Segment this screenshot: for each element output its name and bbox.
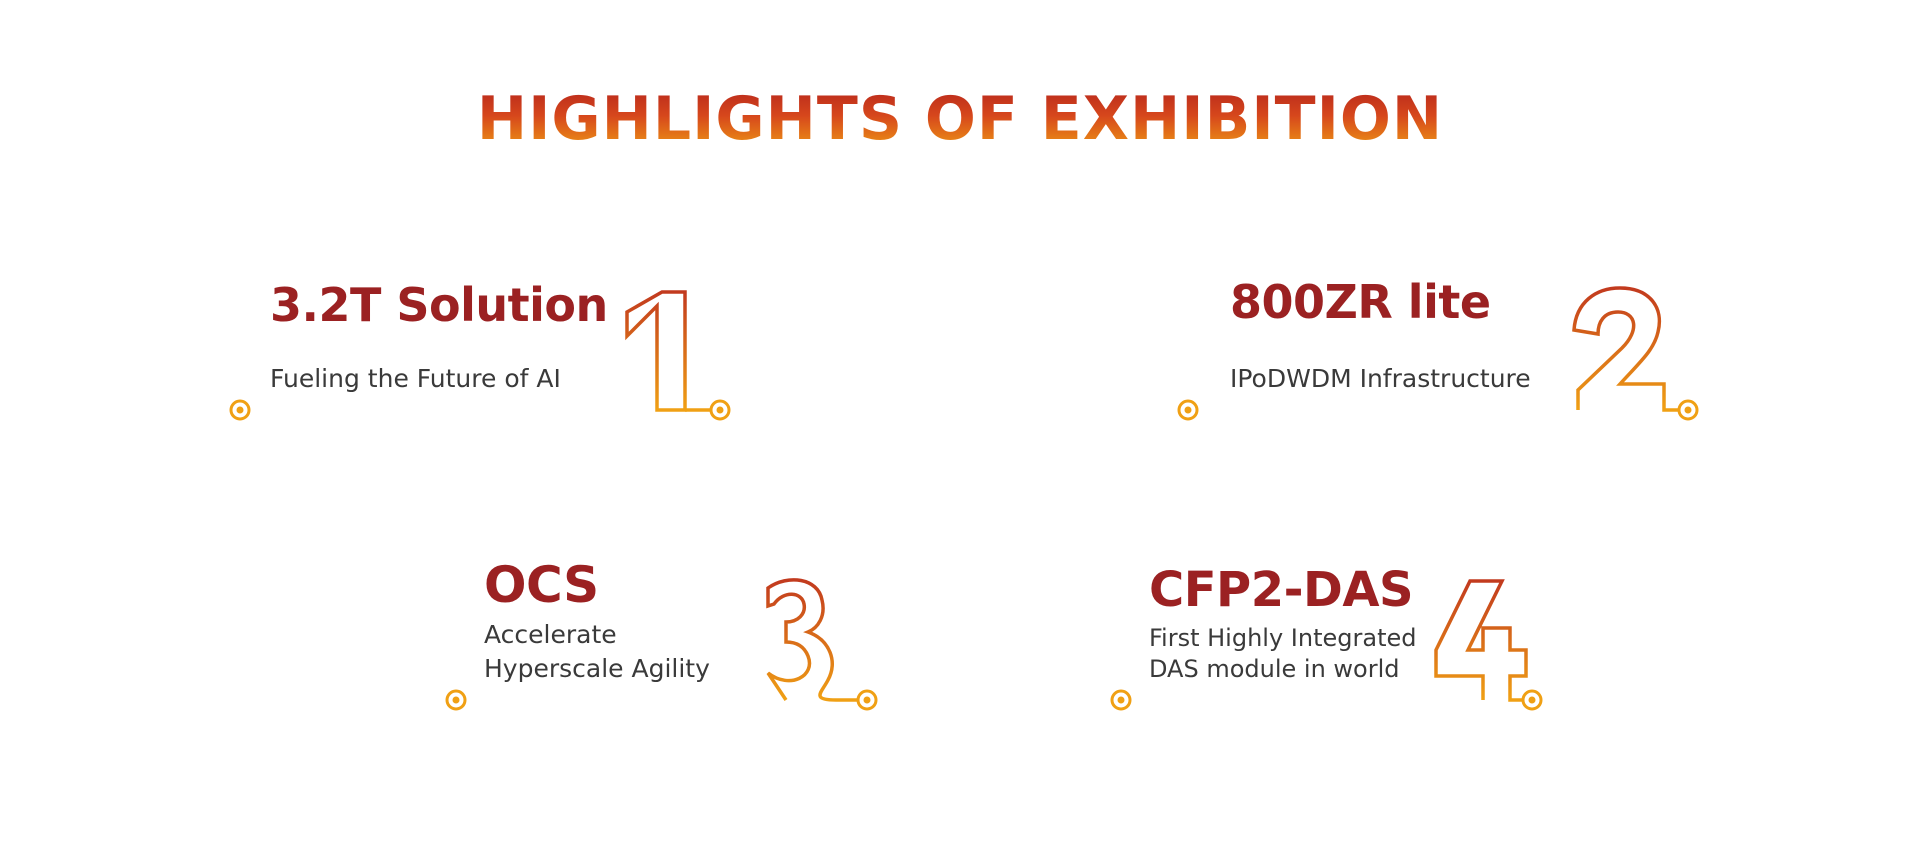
highlight-subtitle-3: Accelerate Hyperscale Agility xyxy=(484,618,710,686)
highlight-title-1: 3.2T Solution xyxy=(270,278,608,332)
connector-node-icon xyxy=(709,399,731,421)
numeral-outline-3 xyxy=(766,578,837,702)
connector-node-icon xyxy=(1677,399,1699,421)
subtitle-line: Accelerate xyxy=(484,620,617,649)
subtitle-line: Hyperscale Agility xyxy=(484,654,710,683)
highlight-connector-1 xyxy=(229,399,731,421)
highlight-subtitle-4: First Highly Integrated DAS module in wo… xyxy=(1149,623,1416,685)
highlight-title-2: 800ZR lite xyxy=(1230,275,1491,329)
connector-node-icon xyxy=(229,399,251,421)
highlight-title-3: OCS xyxy=(484,556,599,614)
highlight-subtitle-1: Fueling the Future of AI xyxy=(270,364,561,393)
connector-node-icon xyxy=(445,689,467,711)
subtitle-line: Fueling the Future of AI xyxy=(270,364,561,393)
highlight-connector-4 xyxy=(1110,689,1543,711)
numeral-outline-2 xyxy=(1572,286,1679,412)
highlight-subtitle-2: IPoDWDM Infrastructure xyxy=(1230,364,1531,393)
numeral-outline-1 xyxy=(625,290,687,412)
subtitle-line: IPoDWDM Infrastructure xyxy=(1230,364,1531,393)
subtitle-line: First Highly Integrated xyxy=(1149,624,1417,652)
page-title: HIGHLIGHTS OF EXHIBITION xyxy=(0,84,1920,154)
numeral-outline-4 xyxy=(1434,579,1528,702)
highlight-title-4: CFP2-DAS xyxy=(1149,562,1414,618)
subtitle-line: DAS module in world xyxy=(1149,655,1400,683)
highlight-connector-3 xyxy=(445,689,878,711)
connector-node-icon xyxy=(1521,689,1543,711)
connector-node-icon xyxy=(1177,399,1199,421)
connector-node-icon xyxy=(856,689,878,711)
connector-node-icon xyxy=(1110,689,1132,711)
highlight-connector-2 xyxy=(1177,399,1699,421)
